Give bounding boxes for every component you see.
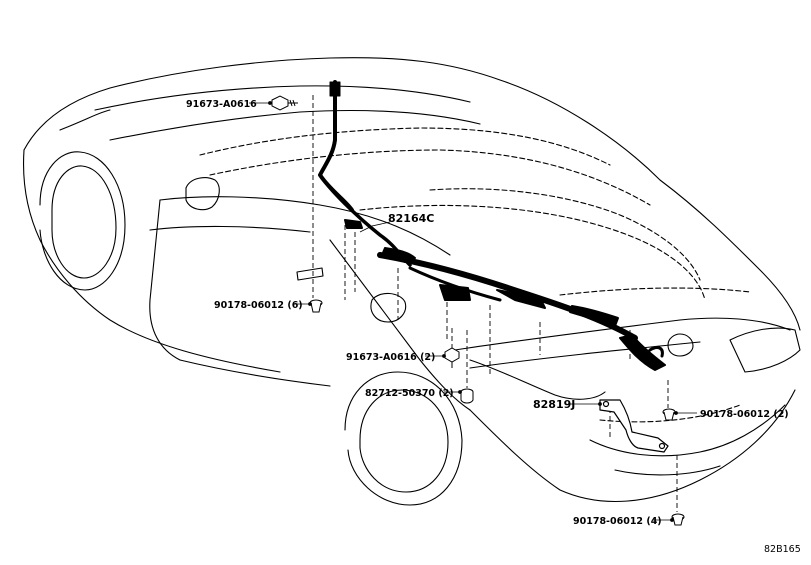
label-nut-mid: 82712-50370 (2) xyxy=(365,388,454,399)
bolt-icon-mid xyxy=(444,347,460,368)
callout-leaders xyxy=(249,101,697,522)
clip-icon-bottom xyxy=(671,513,685,526)
label-bolt-top: 91673-A0616 xyxy=(186,99,257,110)
wire-harness xyxy=(318,80,666,371)
bracket-part xyxy=(599,399,669,453)
label-clip-bottom: 90178-06012 (4) xyxy=(573,516,662,527)
label-clip-right: 90178-06012 (2) xyxy=(700,409,789,420)
clip-icon-left xyxy=(309,299,323,313)
label-bolt-mid: 91673-A0616 (2) xyxy=(346,352,435,363)
label-bracket: 82819J xyxy=(533,398,575,411)
bolt-icon-top xyxy=(271,95,298,111)
car-body-outline xyxy=(23,57,801,506)
label-harness-main: 82164C xyxy=(388,212,434,225)
label-clip-left: 90178-06012 (6) xyxy=(214,300,303,311)
nut-icon-mid xyxy=(460,388,474,404)
dashed-leader-lines xyxy=(312,95,678,512)
figure-reference-code: 82B165 xyxy=(764,544,801,555)
clip-icon-right xyxy=(662,408,676,421)
